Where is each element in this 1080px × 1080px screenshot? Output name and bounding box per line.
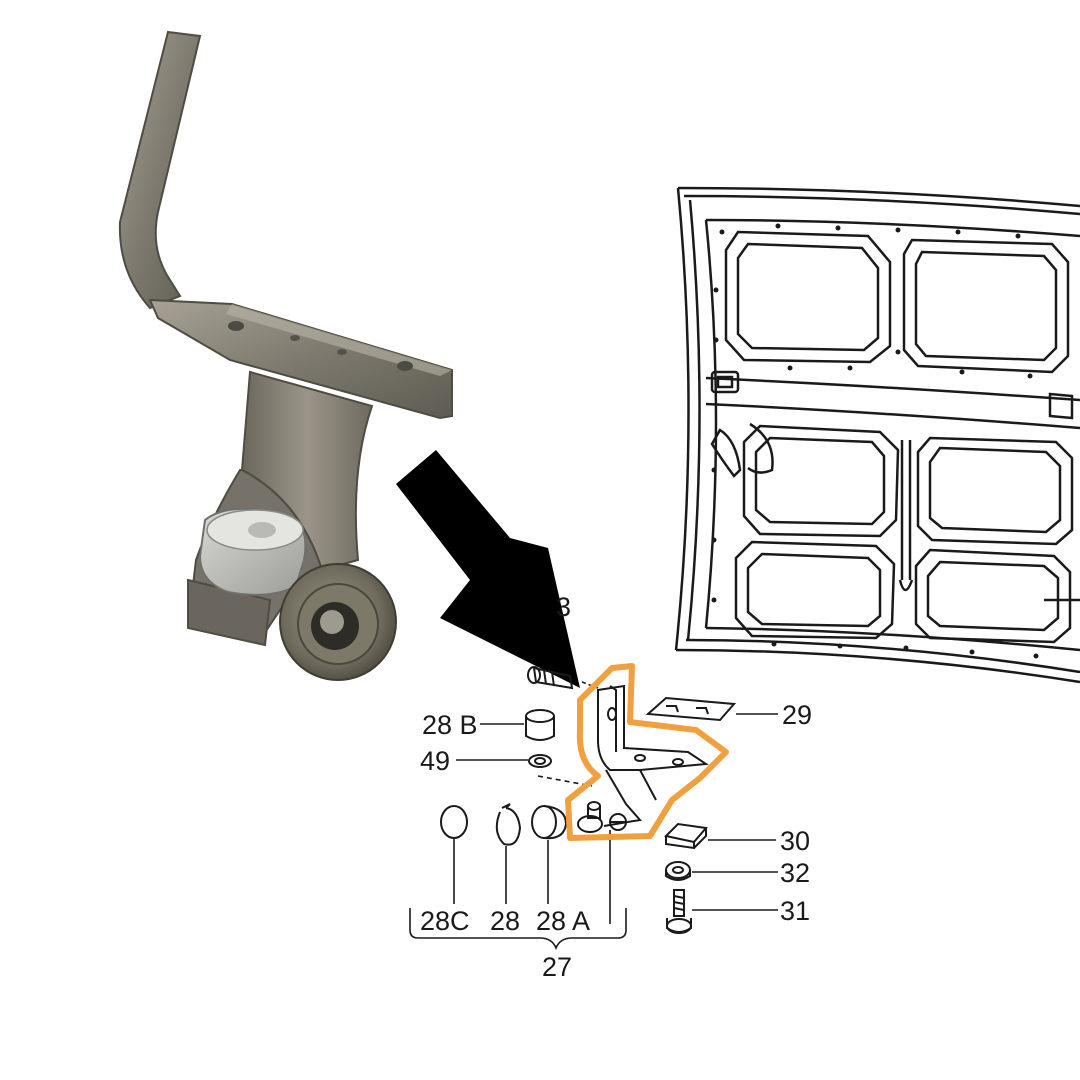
part-label-32: 32 — [780, 858, 810, 888]
part-label-28b: 28 B — [422, 710, 478, 740]
arrow-pointer-icon — [396, 450, 580, 688]
bracket-highlight-outline — [565, 663, 729, 841]
part-label-49: 49 — [420, 746, 450, 776]
leader-lines — [409, 681, 778, 951]
part-label-28c: 28C — [420, 906, 470, 936]
part-label-27: 27 — [542, 952, 572, 982]
hinge-bracket-photo — [118, 30, 453, 681]
sliding-door-panel-drawing — [674, 186, 1080, 684]
door-panel-rivets — [711, 223, 1039, 659]
part-label-31: 31 — [780, 896, 810, 926]
part-label-partial-top: 3 — [556, 592, 571, 622]
exploded-part-drawings — [440, 666, 737, 934]
part-label-30: 30 — [780, 826, 810, 856]
part-label-29: 29 — [782, 700, 812, 730]
part-label-28: 28 — [490, 906, 520, 936]
part-label-28a: 28 A — [536, 906, 590, 936]
part-number-labels: 3 28 B 49 28C 28 28 A 27 29 30 32 31 — [420, 592, 812, 982]
